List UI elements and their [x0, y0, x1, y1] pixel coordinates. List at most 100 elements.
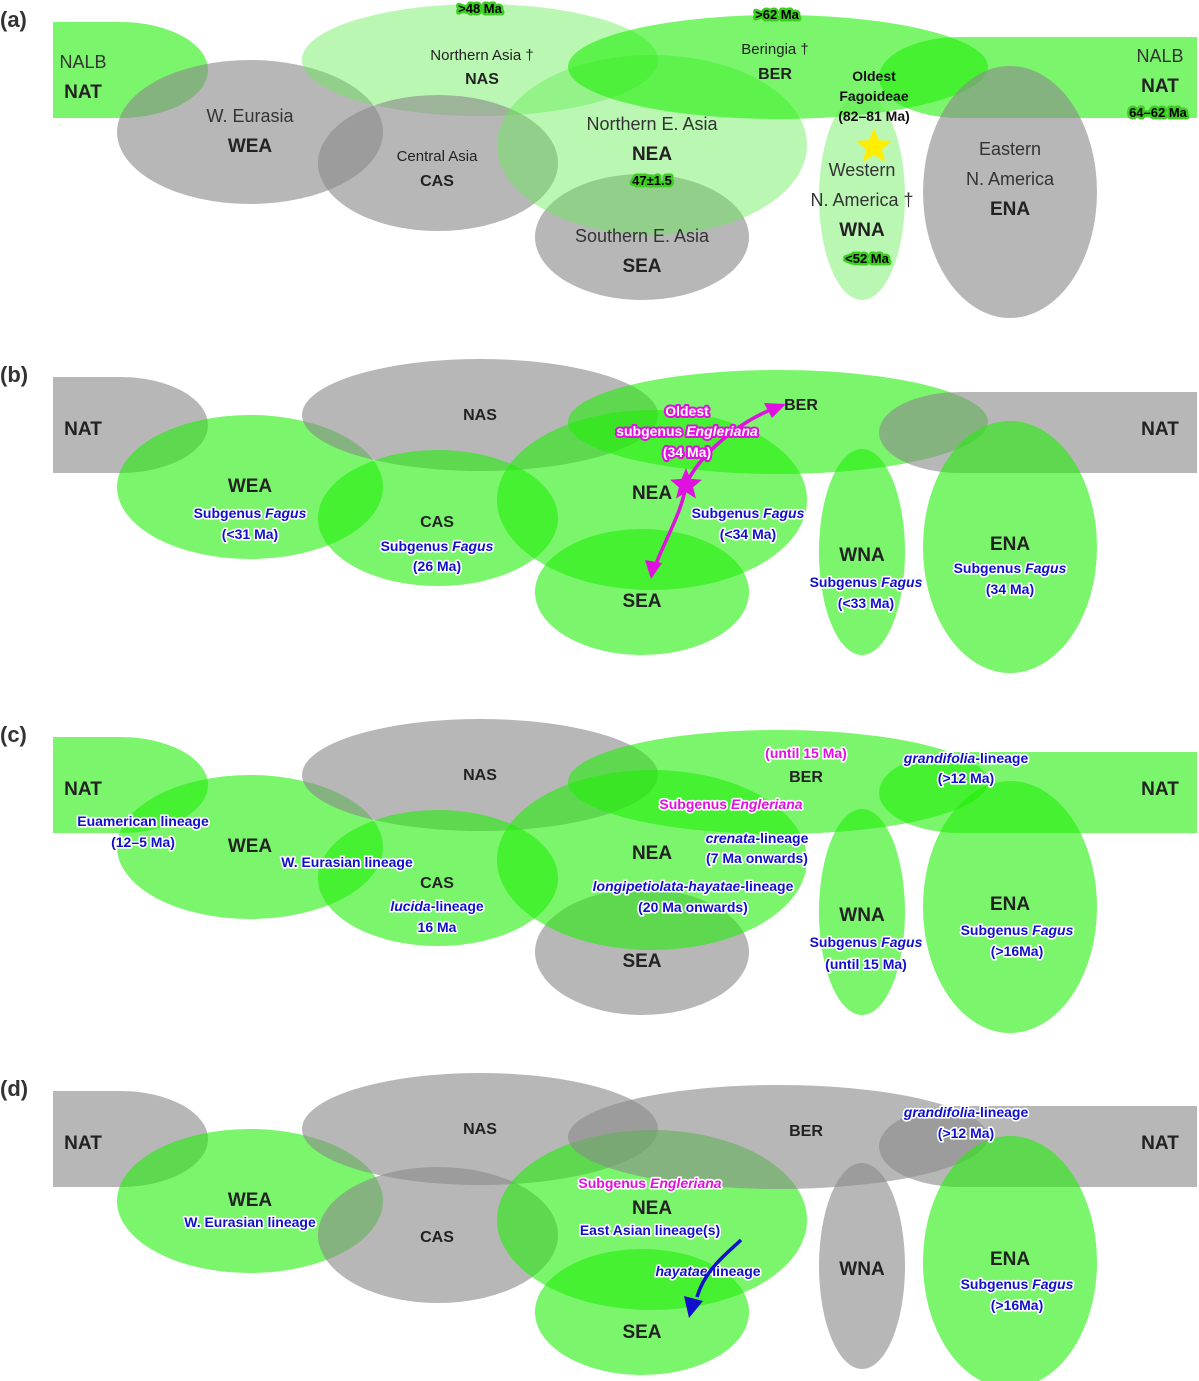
- nat-right-code: NAT: [1141, 779, 1179, 800]
- ena-annotation-1: Subgenus Fagus: [954, 560, 1067, 576]
- fossil-badge-nat: 64–62 Ma: [1129, 105, 1188, 120]
- nat-left-code: NAT: [64, 419, 102, 440]
- area-ber-ellipse: [568, 730, 988, 834]
- area-cas: [318, 1167, 558, 1303]
- fossil-badge-nas: >48 Ma: [458, 1, 502, 16]
- arrowhead-sea-icon: [645, 560, 662, 579]
- sea-name: Southern E. Asia: [575, 226, 710, 246]
- arrowhead-ber-icon: [764, 403, 786, 418]
- area-cas: [318, 810, 558, 946]
- arrow-to-sea: [695, 1238, 743, 1298]
- wna-annotation-2: (until 15 Ma): [825, 956, 907, 972]
- area-ber-ellipse: [568, 15, 988, 119]
- wea-code: WEA: [228, 836, 273, 857]
- cas-code: CAS: [420, 173, 454, 190]
- ena-code: ENA: [990, 1249, 1030, 1270]
- nea-code: NEA: [632, 144, 672, 165]
- wea-annotation-1: Subgenus Fagus: [194, 505, 307, 521]
- oldest-fagoideae-line1: Oldest: [852, 68, 896, 84]
- hayatae-dispersal-arrow: [684, 1238, 743, 1318]
- nat-right-code: NAT: [1141, 419, 1179, 440]
- panel-a-areas: [53, 4, 1197, 318]
- fossil-badge-wna: <52 Ma: [845, 251, 889, 266]
- wna-code: WNA: [839, 545, 885, 566]
- nas-code: NAS: [463, 1121, 497, 1138]
- area-ber-ellipse: [568, 370, 988, 474]
- wna-code: WNA: [839, 220, 885, 241]
- ber-until-annotation: (until 15 Ma): [765, 745, 847, 761]
- area-ena: [923, 421, 1097, 673]
- engleriana-dispersal-arrows: [645, 403, 786, 579]
- ena-annotation-1: Subgenus Fagus: [961, 1276, 1074, 1292]
- nea-code: NEA: [632, 843, 672, 864]
- wna-code: WNA: [839, 1259, 885, 1280]
- nea-annotation-1: Subgenus Fagus: [692, 505, 805, 521]
- nas-code: NAS: [465, 71, 499, 88]
- ber-code: BER: [758, 66, 792, 83]
- wna-code: WNA: [839, 905, 885, 926]
- longipetiolata-annotation-2: (20 Ma onwards): [638, 899, 748, 915]
- area-wna: [819, 449, 905, 655]
- arrowhead-sea-icon: [684, 1296, 703, 1318]
- ena-code: ENA: [990, 199, 1030, 220]
- area-wna: [819, 809, 905, 1015]
- east-asian-annotation: East Asian lineage(s): [580, 1222, 720, 1238]
- star-icon: [670, 468, 702, 499]
- euamerican-annotation-2: (12–5 Ma): [111, 834, 175, 850]
- grandifolia-annotation-2: (>12 Ma): [938, 770, 994, 786]
- panel-b-label: (b): [0, 362, 28, 387]
- area-ber-ellipse: [568, 1085, 988, 1189]
- nat-right-name: NALB: [1136, 46, 1183, 66]
- nat-left-code: NAT: [64, 779, 102, 800]
- area-nas: [302, 4, 658, 116]
- panel-c: (c) NAT NAS BER NAT WEA CAS NEA SEA WNA …: [0, 719, 1197, 1033]
- area-wea: [117, 415, 383, 559]
- cas-code: CAS: [420, 1229, 454, 1246]
- oldest-engleriana-line1: Oldest: [665, 403, 709, 419]
- ena-name-2: N. America: [966, 169, 1055, 189]
- panel-b-areas: [53, 359, 1197, 673]
- panel-a: (a) NALB NAT W. Eurasia WEA Northern Asi…: [0, 0, 1197, 318]
- grandifolia-annotation-1: grandifolia-lineage: [903, 750, 1029, 766]
- sea-code: SEA: [622, 256, 661, 277]
- nea-code: NEA: [632, 1198, 672, 1219]
- panel-d-areas: [53, 1073, 1197, 1381]
- sea-code: SEA: [622, 591, 661, 612]
- area-ena: [923, 781, 1097, 1033]
- area-wea: [117, 60, 383, 204]
- nas-code: NAS: [463, 407, 497, 424]
- ena-code: ENA: [990, 534, 1030, 555]
- wna-name-2: N. America †: [810, 190, 913, 210]
- nat-left-code: NAT: [64, 1133, 102, 1154]
- area-cas: [318, 450, 558, 586]
- nat-left-code: NAT: [64, 82, 102, 103]
- panel-a-label: (a): [0, 7, 27, 32]
- area-ena: [923, 66, 1097, 318]
- cas-annotation-2: (26 Ma): [413, 558, 461, 574]
- wna-name-1: Western: [829, 160, 896, 180]
- ena-annotation-1: Subgenus Fagus: [961, 922, 1074, 938]
- area-ena: [923, 1136, 1097, 1381]
- panel-b: (b) NAT NAS BER NAT WEA CAS NEA SEA WNA …: [0, 359, 1197, 673]
- panel-c-label: (c): [0, 722, 27, 747]
- euamerican-annotation-1: Euamerican lineage: [77, 813, 209, 829]
- oldest-engleriana-line3: (34 Ma): [663, 444, 711, 460]
- wna-annotation-1: Subgenus Fagus: [810, 934, 923, 950]
- cas-code: CAS: [420, 514, 454, 531]
- oldest-fagoideae-line2: Fagoideae: [839, 88, 908, 104]
- fossil-badge-ber: >62 Ma: [755, 7, 799, 22]
- wea-code: WEA: [228, 1190, 273, 1211]
- w-eurasian-annotation: W. Eurasian lineage: [184, 1214, 316, 1230]
- area-wea: [117, 1129, 383, 1273]
- nea-code: NEA: [632, 483, 672, 504]
- ena-name-1: Eastern: [979, 139, 1041, 159]
- panel-c-areas: [53, 719, 1197, 1033]
- hayatae-annotation: hayatae-lineage: [655, 1263, 760, 1279]
- cas-annotation-1: Subgenus Fagus: [381, 538, 494, 554]
- ena-annotation-2: (>16Ma): [991, 1297, 1044, 1313]
- crenata-annotation-2: (7 Ma onwards): [706, 850, 808, 866]
- fossil-badge-nea: 47±1.5: [632, 173, 672, 188]
- cas-name: Central Asia: [397, 148, 479, 165]
- wea-code: WEA: [228, 476, 273, 497]
- ber-code: BER: [789, 769, 823, 786]
